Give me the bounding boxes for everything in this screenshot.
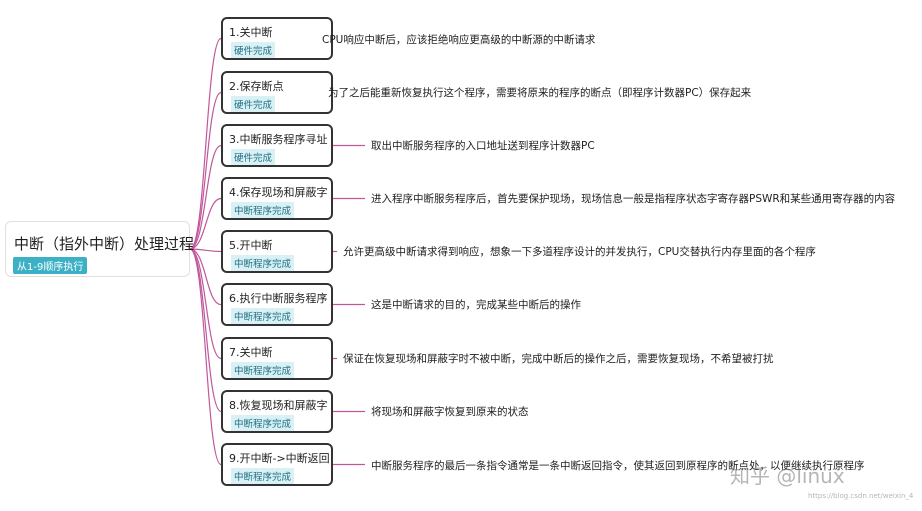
branch-line-6: [189, 248, 222, 306]
step-title: 7.关中断: [229, 346, 273, 359]
step-title: 9.开中断->中断返回: [229, 452, 330, 465]
step-title: 4.保存现场和屏蔽字: [229, 186, 328, 199]
step-desc-7: 保证在恢复现场和屏蔽字时不被中断，完成中断后的操作之后，需要恢复现场，不希望被打…: [343, 353, 774, 365]
branch-line-1: [189, 37, 222, 250]
step-tag: 中断程序完成: [231, 202, 295, 218]
step-node-9[interactable]: 9.开中断->中断返回 中断程序完成: [221, 443, 333, 486]
step-desc-5: 允许更高级中断请求得到响应，想象一下多道程序设计的并发执行，CPU交替执行内存里…: [343, 246, 816, 258]
step-title: 1.关中断: [229, 26, 273, 39]
branch-line-5: [189, 248, 222, 253]
watermark-logo: 知乎 @linux: [730, 464, 845, 488]
step-desc-2: 为了之后能重新恢复执行这个程序，需要将原来的程序的断点（即程序计数器PC）保存起…: [328, 87, 752, 99]
step-node-4[interactable]: 4.保存现场和屏蔽字 中断程序完成: [221, 177, 333, 220]
step-title: 6.执行中断服务程序: [229, 292, 328, 305]
root-tag: 从1-9顺序执行: [13, 257, 88, 274]
step-node-2[interactable]: 2.保存断点 硬件完成: [221, 71, 333, 114]
step-node-7[interactable]: 7.关中断 中断程序完成: [221, 337, 333, 380]
step-node-6[interactable]: 6.执行中断服务程序 中断程序完成: [221, 283, 333, 326]
step-desc-3: 取出中断服务程序的入口地址送到程序计数器PC: [371, 140, 595, 152]
branch-line-4: [189, 197, 222, 250]
branch-line-2: [189, 91, 222, 250]
step-tag: 中断程序完成: [231, 362, 295, 378]
root-node[interactable]: 中断（指外中断）处理过程 从1-9顺序执行: [5, 221, 194, 277]
step-tag: 中断程序完成: [231, 468, 295, 484]
step-desc-9: 中断服务程序的最后一条指令通常是一条中断返回指令，使其返回到原程序的断点处，以便…: [371, 460, 865, 472]
root-title: 中断（指外中断）处理过程: [14, 235, 195, 253]
step-node-3[interactable]: 3.中断服务程序寻址 硬件完成: [221, 124, 333, 167]
step-desc-6: 这是中断请求的目的，完成某些中断后的操作: [371, 299, 581, 311]
step-tag: 硬件完成: [231, 96, 276, 112]
step-title: 2.保存断点: [229, 80, 284, 93]
step-node-5[interactable]: 5.开中断 中断程序完成: [221, 230, 333, 273]
step-node-8[interactable]: 8.恢复现场和屏蔽字 中断程序完成: [221, 390, 333, 433]
step-tag: 中断程序完成: [231, 415, 295, 431]
step-desc-8: 将现场和屏蔽字恢复到原来的状态: [371, 406, 529, 418]
watermark-url: https://blog.csdn.net/weixin_4: [808, 492, 914, 500]
step-tag: 硬件完成: [231, 149, 276, 165]
step-node-1[interactable]: 1.关中断 硬件完成: [221, 17, 333, 60]
step-title: 5.开中断: [229, 239, 273, 252]
step-title: 8.恢复现场和屏蔽字: [229, 399, 328, 412]
branch-line-7: [189, 248, 222, 360]
step-desc-4: 进入程序中断服务程序后，首先要保护现场，现场信息一般是指程序状态字寄存器PSWR…: [371, 193, 896, 205]
step-tag: 硬件完成: [231, 42, 276, 58]
step-tag: 中断程序完成: [231, 255, 295, 271]
branch-line-3: [189, 144, 222, 250]
step-tag: 中断程序完成: [231, 308, 295, 324]
branch-line-9: [189, 248, 222, 466]
step-title: 3.中断服务程序寻址: [229, 133, 328, 146]
step-desc-1: CPU响应中断后，应该拒绝响应更高级的中断源的中断请求: [322, 34, 596, 46]
